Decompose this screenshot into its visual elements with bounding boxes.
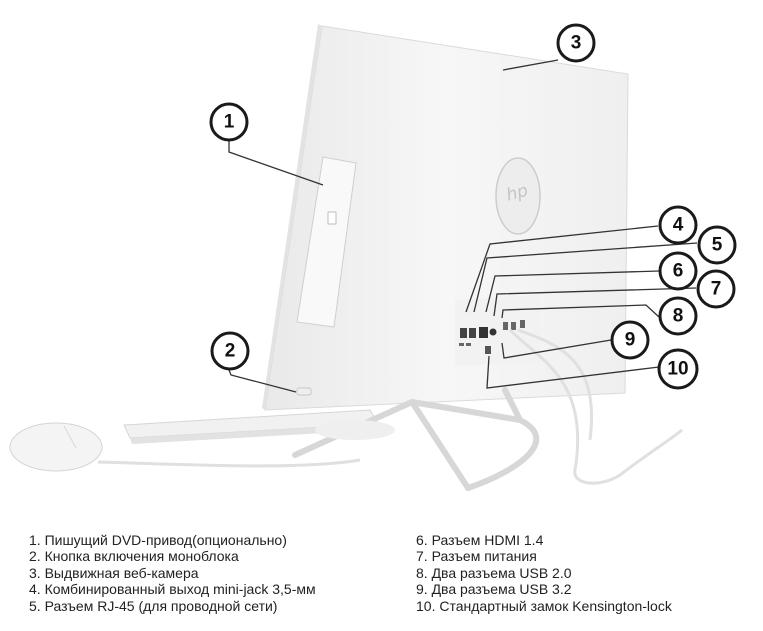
power-button	[296, 387, 312, 396]
stand-foot	[315, 420, 395, 440]
legend-item-6: 6. Разъем HDMI 1.4	[416, 532, 544, 548]
callout-2-label: 2	[225, 341, 236, 362]
callout-1: 1	[209, 102, 249, 142]
callout-8: 8	[658, 296, 698, 336]
callout-10-label: 10	[667, 359, 688, 380]
legend-item-8: 8. Два разъема USB 2.0	[416, 564, 572, 581]
callout-4: 4	[658, 205, 698, 245]
callout-9-label: 9	[625, 330, 636, 351]
callout-5: 5	[697, 225, 737, 265]
legend-item-3: 3. Выдвижная веб-камера	[29, 564, 199, 581]
legend-item-7: 7. Разъем питания	[416, 548, 537, 565]
callout-8-label: 8	[673, 306, 684, 327]
callout-7-label: 7	[711, 279, 722, 300]
legend-left: 1. Пишущий DVD-привод(опционально) 2. Кн…	[29, 532, 316, 614]
callout-1-label: 1	[224, 112, 235, 133]
mouse	[9, 422, 103, 472]
product-diagram: hp	[9, 23, 737, 491]
legend-item-4: 4. Комбинированный выход mini-jack 3,5-м…	[29, 581, 316, 598]
dvd-drive	[296, 156, 357, 328]
callout-6-label: 6	[673, 261, 684, 282]
leader-lines	[228, 59, 698, 393]
legend-item-10: 10. Стандартный замок Kensington-lock	[416, 597, 672, 614]
legend-right: 6. Разъем HDMI 1.4 7. Разъем питания 8. …	[416, 532, 672, 614]
legend-item-2: 2. Кнопка включения моноблока	[29, 548, 239, 565]
callout-3: 3	[556, 23, 596, 63]
cables	[97, 328, 683, 485]
callout-3-label: 3	[571, 33, 582, 54]
callout-2: 2	[210, 331, 250, 371]
legend-item-9: 9. Два разъема USB 3.2	[416, 581, 572, 598]
hp-logo: hp	[495, 157, 541, 235]
port-panel	[455, 295, 540, 366]
callout-4-label: 4	[673, 215, 684, 236]
callout-7: 7	[696, 269, 736, 309]
legend-item-1: 1. Пишущий DVD-привод(опционально)	[29, 532, 287, 548]
callout-9: 9	[610, 320, 650, 360]
legend-item-5: 5. Разъем RJ-45 (для проводной сети)	[29, 597, 278, 614]
callout-6: 6	[658, 251, 698, 291]
callout-10: 10	[657, 348, 699, 390]
callout-5-label: 5	[712, 235, 723, 256]
